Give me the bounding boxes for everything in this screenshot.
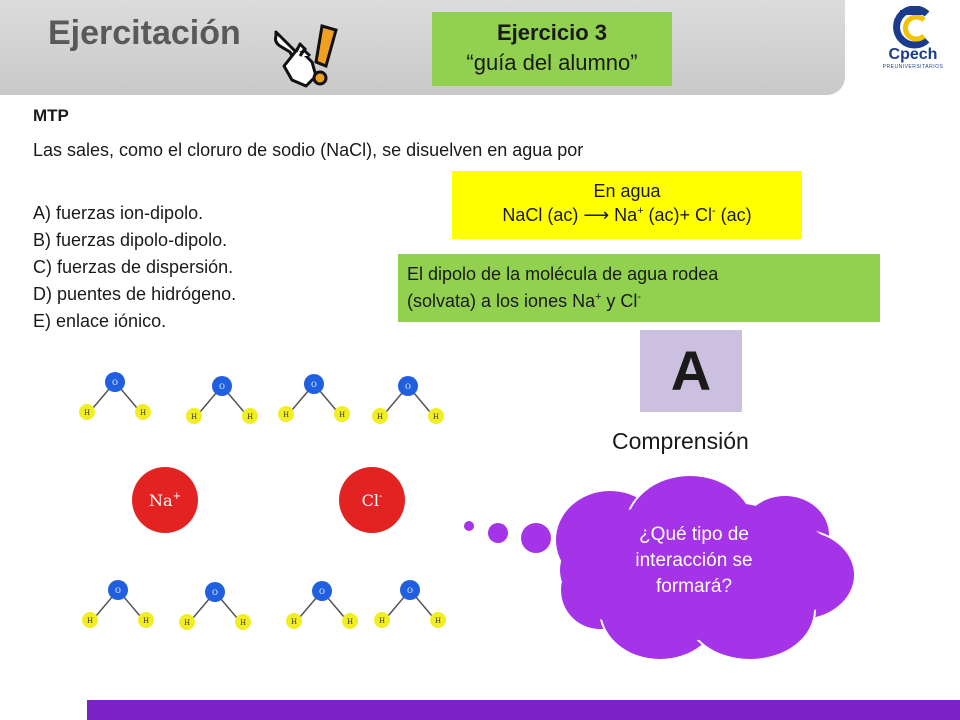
exercise-box: Ejercicio 3 “guía del alumno” [432, 12, 672, 86]
hint-green-line2: (solvata) a los iones Na+ y Cl- [407, 291, 642, 311]
question-tag: MTP [33, 106, 69, 125]
option-b: B) fuerzas dipolo-dipolo. [33, 230, 228, 250]
water-molecule [178, 581, 252, 631]
water-molecule [78, 371, 152, 421]
water-molecule [81, 579, 155, 629]
answer-letter: A [640, 330, 742, 412]
exercise-subtitle: “guía del alumno” [466, 50, 638, 75]
answer-options: A) fuerzas ion-dipolo. B) fuerzas dipolo… [33, 200, 236, 335]
exercise-number: Ejercicio 3 [496, 20, 608, 45]
logo-name: Cpech [888, 46, 938, 63]
water-molecule [277, 373, 351, 423]
option-a: A) fuerzas ion-dipolo. [33, 203, 204, 223]
water-molecule [373, 579, 447, 629]
sodium-ion [132, 467, 198, 533]
cpech-logo: Cpech PREUNIVERSITARIOS [872, 5, 954, 76]
header-band [0, 0, 845, 95]
page-title: Ejercitación [48, 14, 241, 52]
solvation-diagram: O H H Na+ Cl- [78, 371, 447, 631]
chloride-ion-label: Cl- [362, 491, 383, 510]
water-molecule [185, 375, 259, 425]
pointing-hand-exclamation-icon [274, 24, 338, 88]
option-c: C) fuerzas de dispersión. [33, 257, 234, 277]
footer-bar [87, 700, 960, 720]
chloride-ion [339, 467, 405, 533]
cpech-logo-mark [893, 5, 930, 49]
sodium-ion-label: Na+ [149, 491, 181, 510]
hint-yellow-equation: NaCl (ac) ⟶ Na+ (ac)+ Cl- (ac) [502, 205, 752, 225]
hint-yellow-line1: En agua [593, 181, 661, 201]
logo-subtitle: PREUNIVERSITARIOS [882, 64, 944, 70]
option-e: E) enlace iónico. [33, 311, 167, 331]
thought-bubble-text: ¿Qué tipo de interacción se formará? [635, 524, 753, 597]
hint-dissociation-box: En agua NaCl (ac) ⟶ Na+ (ac)+ Cl- (ac) [452, 171, 802, 239]
skill-label: Comprensión [612, 428, 749, 454]
water-molecule [371, 375, 445, 425]
hint-solvation-box: El dipolo de la molécula de agua rodea (… [398, 254, 880, 322]
thought-bubble [464, 474, 856, 661]
thought-dot [521, 523, 551, 553]
option-d: D) puentes de hidrógeno. [33, 284, 237, 304]
thought-dot [488, 523, 508, 543]
hint-green-line1: El dipolo de la molécula de agua rodea [407, 264, 719, 284]
thought-dot [464, 521, 474, 531]
question-stem: Las sales, como el cloruro de sodio (NaC… [33, 140, 584, 160]
water-molecule [285, 580, 359, 630]
